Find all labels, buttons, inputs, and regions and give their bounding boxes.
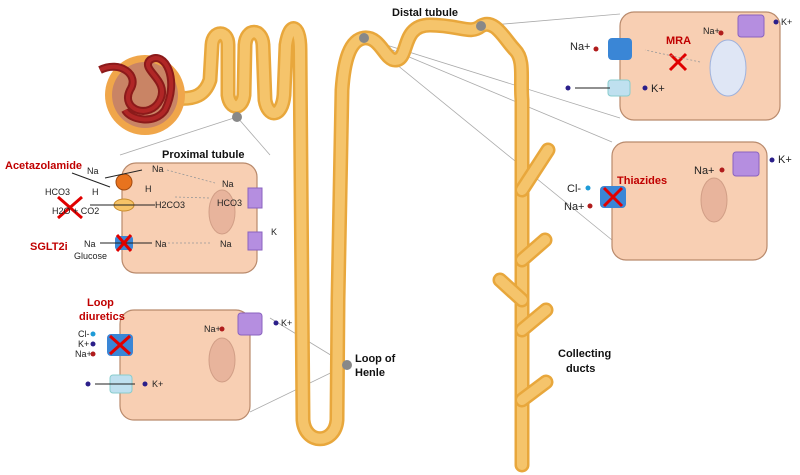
ion-label: H2CO3 [155,200,185,210]
ion-label: Na+ [570,41,591,53]
block-x-icon [602,186,624,208]
ion-label: K+ [651,83,665,95]
na-k-atpase [247,187,263,251]
block-x-icon [108,334,132,356]
mineralocorticoid-receptor-nucleus [709,39,747,97]
ion-label: K+ [152,379,163,389]
proximal-tubule-cell: Proximal tubule Acetazolamide SGLT2i Na … [5,149,277,274]
ion-label: Na [152,164,164,174]
loop-of-henle-label-1: Loop of [355,353,396,365]
ion-label: Na [87,166,99,176]
collecting-ducts-label-1: Collecting [558,348,611,360]
loop-marker [342,360,352,370]
ion-label: Na [220,239,232,249]
ion-label: K+ [781,17,792,27]
distal-marker-1 [359,33,369,43]
loop-diuretics-label-1: Loop [87,297,114,309]
na-k-atpase [737,14,765,38]
na-k-atpase [732,151,760,177]
ion-label: Na+ [564,201,585,213]
glomerulus [98,54,185,135]
ion-label: K+ [778,154,792,166]
loop-of-henle-label-2: Henle [355,367,385,379]
ion-label: H [145,184,152,194]
ion-label: Na [155,239,167,249]
proximal-marker [232,112,242,122]
loop-diuretics-label-2: diuretics [79,311,125,323]
ion-label: H [92,187,99,197]
ion-label: Na [84,239,96,249]
ion-label: K+ [281,318,292,328]
collecting-duct-cell: MRA Na+ Na+ K+ K+ [565,11,792,121]
ion-label: Cl- [78,329,90,339]
ion-label: Na+ [703,26,720,36]
proximal-tubule-label: Proximal tubule [162,149,245,161]
ion-label: Glucose [74,251,107,261]
romk-channel [607,79,631,97]
block-x-icon [57,195,83,220]
ion-label: Na+ [694,165,715,177]
ion-label: HCO3 [45,187,70,197]
loop-of-henle-cell: Loop diuretics Cl- K+ Na+ Na+ K+ K+ [75,297,292,421]
ion-label: Cl- [567,183,581,195]
block-x-icon [668,52,688,72]
nephron-tubule [167,16,556,473]
ion-label: Na+ [75,349,92,359]
nhe3-exchanger [115,173,133,191]
ion-label: H2O + CO2 [52,206,99,216]
mra-label: MRA [666,35,691,47]
ion-label: Na+ [204,324,221,334]
thiazides-label: Thiazides [617,175,667,187]
ion-label: HCO3 [217,198,242,208]
ion-label: K [271,227,277,237]
distal-tubule-label: Distal tubule [392,7,458,19]
enac-channel [608,38,632,60]
ion-label: K+ [78,339,89,349]
distal-tubule-cell: Thiazides Cl- Na+ Na+ K+ [564,141,792,261]
na-k-atpase [237,312,263,336]
collecting-ducts-label-2: ducts [566,363,595,375]
ion-label: Na [222,179,234,189]
acetazolamide-label: Acetazolamide [5,160,82,172]
sglt2i-label: SGLT2i [30,241,68,253]
distal-marker-2 [476,21,486,31]
block-x-icon [115,234,133,252]
